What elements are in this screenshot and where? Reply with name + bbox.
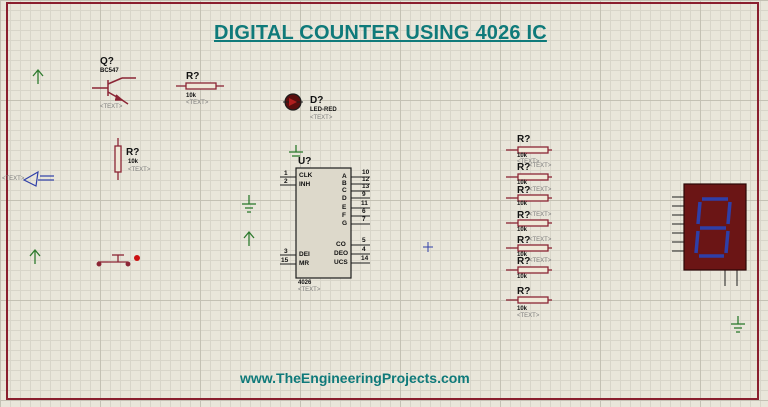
transistor-text: <TEXT> — [100, 104, 123, 110]
schematic-title: DIGITAL COUNTER USING 4026 IC — [214, 22, 547, 44]
cursor-marker — [423, 242, 433, 252]
ic-pin-num: 15 — [281, 257, 289, 264]
ic-pin-num: 10 — [362, 169, 370, 176]
ic-pin-num: 12 — [362, 176, 370, 183]
ic-pin-name: UCS — [334, 259, 348, 266]
ic-pin-name: E — [342, 204, 347, 211]
ic-pin-num: 14 — [361, 255, 369, 262]
ic-pin-name: CLK — [299, 172, 313, 179]
power-terminal-2[interactable] — [29, 248, 41, 264]
bank-resistor-ref: R? — [517, 134, 531, 145]
ic-pin-num: 4 — [362, 246, 366, 253]
ic-pin-num: 7 — [362, 216, 366, 223]
ic-pin-name: D — [342, 195, 347, 202]
ground-terminal-3[interactable] — [731, 316, 745, 333]
resistor-top-value: 10k — [186, 93, 197, 99]
resistor-vertical[interactable] — [114, 138, 122, 180]
ic-pin-name: MR — [299, 260, 310, 267]
sheet-border — [6, 2, 759, 400]
power-terminal-3[interactable] — [243, 230, 255, 246]
push-button-switch[interactable] — [96, 254, 140, 267]
led-ref: D? — [310, 95, 324, 106]
ic-pin-name: G — [342, 220, 348, 227]
power-terminal-1[interactable] — [32, 68, 44, 84]
bank-resistor-value: 10k — [517, 306, 528, 312]
bank-resistor-text: <TEXT> — [517, 159, 540, 165]
resistor-vertical-ref: R? — [126, 147, 140, 158]
bank-resistor-value: 10k — [517, 252, 528, 258]
bank-resistor-ref: R? — [517, 235, 531, 246]
ic-4026-body[interactable] — [295, 167, 352, 279]
bank-resistor-value: 10k — [517, 180, 528, 186]
ic-pin-num: 5 — [362, 237, 366, 244]
led-text: <TEXT> — [310, 115, 333, 121]
bank-resistor-text: <TEXT> — [529, 187, 552, 193]
ic-pin-name: F — [342, 212, 346, 219]
ic-pin-num: 9 — [362, 191, 366, 198]
ic-pin-name: C — [342, 187, 347, 194]
led-value: LED-RED — [310, 107, 337, 113]
display-digit-segments — [694, 197, 732, 258]
ic-pin-name: CO — [336, 241, 346, 248]
clock-text: <TEXT> — [2, 176, 25, 182]
resistor-bank[interactable] — [506, 146, 552, 304]
bank-resistor-value: 10k — [517, 201, 528, 207]
led-symbol[interactable] — [283, 93, 303, 111]
transistor-symbol[interactable] — [92, 77, 136, 105]
resistor-top-ref: R? — [186, 71, 200, 82]
bank-resistor-text: <TEXT> — [517, 313, 540, 319]
ic-pin-num: 13 — [362, 183, 370, 190]
bank-resistor-text: <TEXT> — [529, 237, 552, 243]
ic-pin-name: INH — [299, 181, 311, 188]
transistor-ref: Q? — [100, 56, 114, 67]
ic-pin-name: A — [342, 173, 347, 180]
bank-resistor-ref: R? — [517, 286, 531, 297]
bank-resistor-value: 10k — [517, 274, 528, 280]
resistor-vertical-value: 10k — [128, 159, 139, 165]
bank-resistor-text: <TEXT> — [529, 212, 552, 218]
ic-pin-num: 11 — [361, 200, 368, 207]
ic-value: 4026 — [298, 280, 312, 286]
ic-pin-num: 6 — [362, 208, 366, 215]
bank-resistor-ref: R? — [517, 210, 531, 221]
website-footer[interactable]: www.TheEngineeringProjects.com — [240, 370, 470, 386]
resistor-vertical-text: <TEXT> — [128, 167, 151, 173]
ic-pin-name: DEI — [299, 251, 310, 258]
bank-resistor-value: 10k — [517, 227, 528, 233]
bank-resistor-text: <TEXT> — [529, 258, 552, 264]
ic-pin-num: 1 — [284, 170, 288, 177]
seven-segment-display[interactable] — [672, 183, 747, 286]
bank-resistor-ref: R? — [517, 256, 531, 267]
ground-terminal-2[interactable] — [289, 145, 303, 157]
resistor-top-text: <TEXT> — [186, 100, 209, 106]
bank-resistor-text: <TEXT> — [529, 163, 552, 169]
ic-pin-num: 3 — [284, 248, 288, 255]
ic-pin-name: DEO — [334, 250, 349, 257]
bank-resistor-ref: R? — [517, 162, 531, 173]
ic-pin-name: B — [342, 180, 347, 187]
clock-source-icon[interactable] — [22, 170, 54, 187]
transistor-value: BC547 — [100, 68, 119, 74]
ground-terminal-1[interactable] — [242, 195, 256, 213]
bank-resistor-ref: R? — [517, 185, 531, 196]
ic-ref: U? — [298, 156, 312, 167]
bank-resistor-value: 10k — [517, 153, 528, 159]
ic-pin-num: 2 — [284, 178, 288, 185]
resistor-top[interactable] — [176, 82, 224, 90]
ic-text: <TEXT> — [298, 287, 321, 293]
